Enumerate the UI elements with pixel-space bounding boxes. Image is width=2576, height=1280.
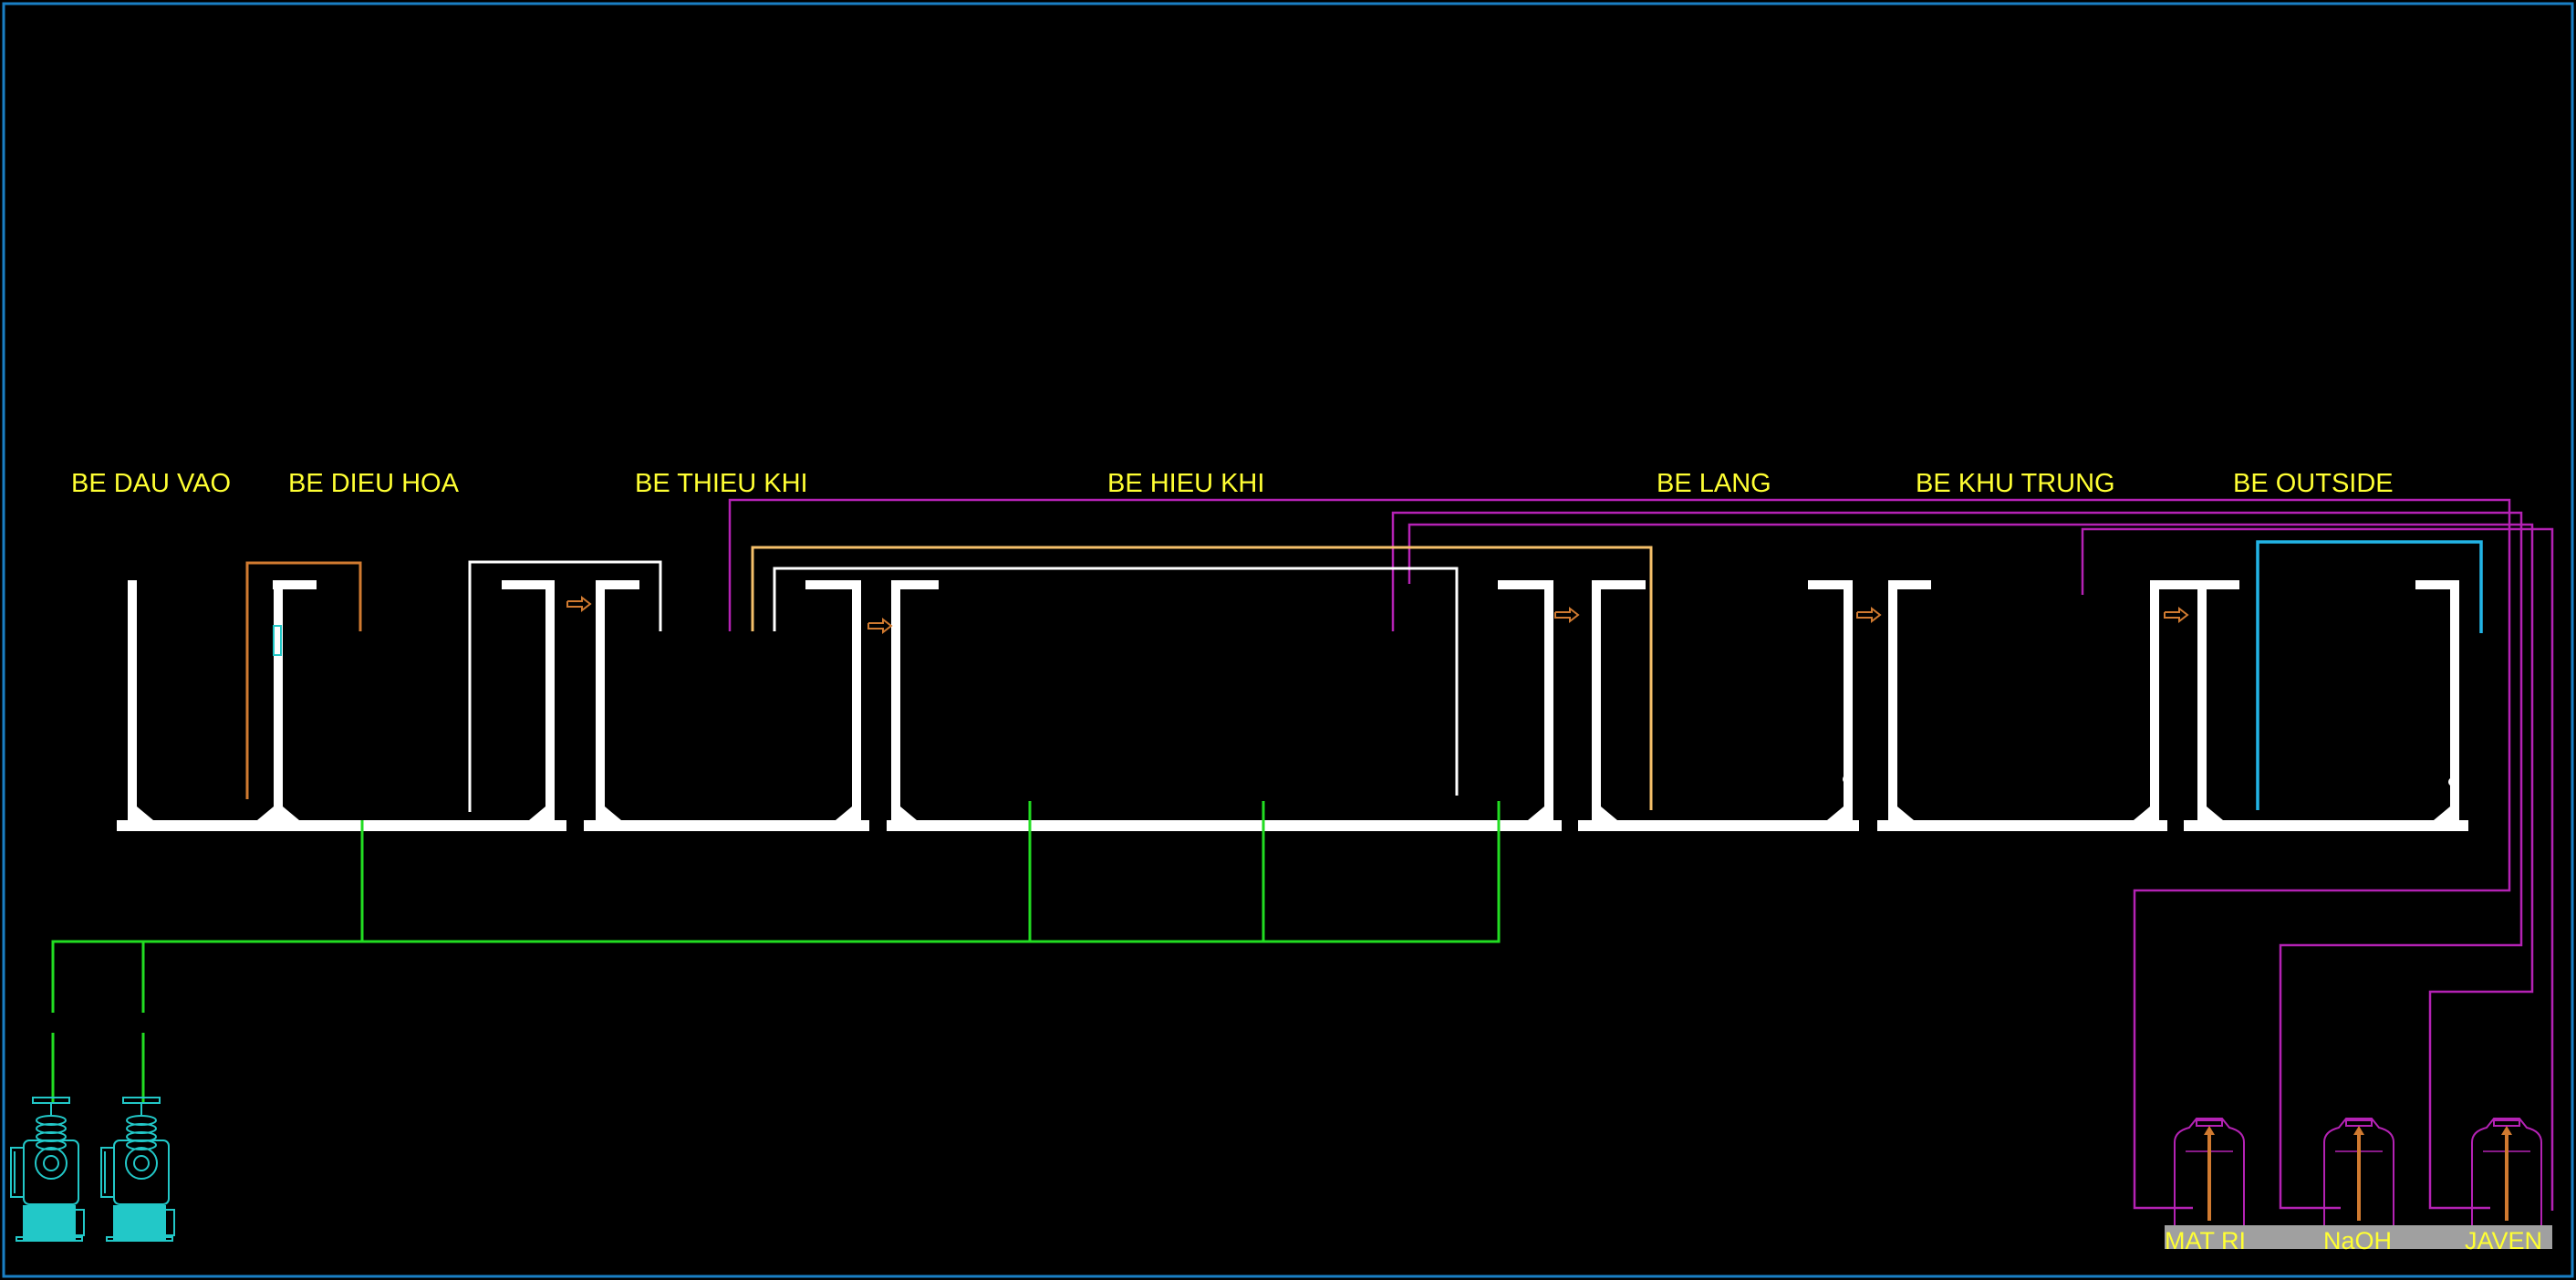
flow-arrow-icon bbox=[867, 617, 893, 635]
return-line-hieu-khi bbox=[773, 567, 1459, 796]
tank-walls bbox=[117, 580, 2468, 831]
tank-label-hieu-khi: BE HIEU KHI bbox=[1107, 469, 1264, 498]
return-line-thieu-khi bbox=[468, 560, 662, 812]
air-blower-icon bbox=[100, 1097, 175, 1242]
tank-label-dieu-hoa: BE DIEU HOA bbox=[288, 469, 460, 498]
outside-line bbox=[2256, 540, 2483, 810]
flow-arrow-icon bbox=[566, 595, 592, 613]
air-distribution-lines bbox=[51, 801, 1501, 1102]
chemical-tank-icon bbox=[2174, 1118, 2245, 1225]
flow-arrow-icon bbox=[1856, 606, 1882, 624]
tank-label-outside: BE OUTSIDE bbox=[2233, 469, 2394, 498]
chemical-labels: MAT RI NaOH JAVEN bbox=[2165, 1227, 2542, 1254]
chemical-tank-icon bbox=[2471, 1118, 2542, 1225]
return-line-dieu-hoa bbox=[245, 561, 362, 799]
return-line-lang bbox=[751, 546, 1653, 810]
flow-arrows bbox=[566, 595, 2189, 635]
chemical-tag-bar bbox=[2165, 1225, 2552, 1249]
level-sensor-icon bbox=[273, 625, 282, 656]
air-blower-icon bbox=[10, 1097, 85, 1242]
tank-labels: BE DAU VAO BE DIEU HOA BE THIEU KHI BE H… bbox=[71, 469, 2394, 498]
chemical-dosing-lines bbox=[728, 498, 2554, 1211]
chemical-label-mat-ri: MAT RI bbox=[2165, 1227, 2246, 1254]
tank-label-khu-trung: BE KHU TRUNG bbox=[1916, 469, 2115, 498]
chemical-label-javen: JAVEN bbox=[2465, 1227, 2542, 1254]
tank-label-dau-vao: BE DAU VAO bbox=[71, 469, 231, 498]
chemical-label-naoh: NaOH bbox=[2323, 1227, 2392, 1254]
tank-label-thieu-khi: BE THIEU KHI bbox=[635, 469, 808, 498]
flow-arrow-icon bbox=[2164, 606, 2189, 624]
flow-arrow-icon bbox=[1554, 606, 1580, 624]
chemical-tank-icon bbox=[2323, 1118, 2394, 1225]
tank-label-lang: BE LANG bbox=[1657, 469, 1771, 498]
